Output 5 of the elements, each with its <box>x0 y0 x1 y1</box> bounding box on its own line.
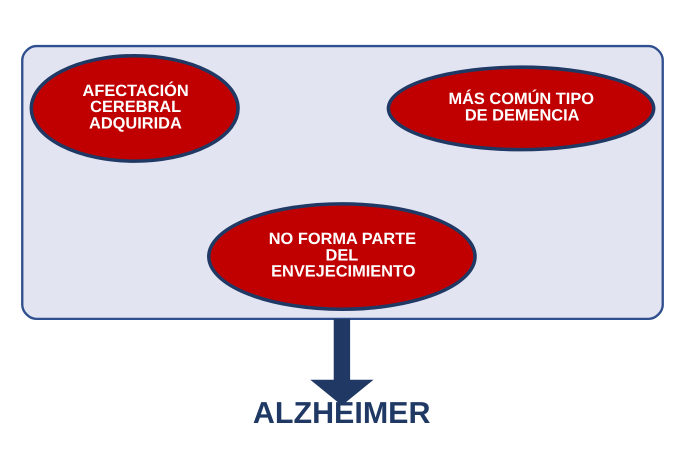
node-text: ALZHEIMER <box>252 396 430 430</box>
node-ellipse: NO FORMA PARTE DEL ENVEJECIMIENTO <box>207 202 477 311</box>
node-ellipse: MÁS COMÚN TIPO DE DEMENCIA <box>386 65 656 152</box>
node-ellipse: AFECTACIÓN CEREBRAL ADQUIRIDA <box>30 54 240 163</box>
cluster <box>21 44 664 320</box>
